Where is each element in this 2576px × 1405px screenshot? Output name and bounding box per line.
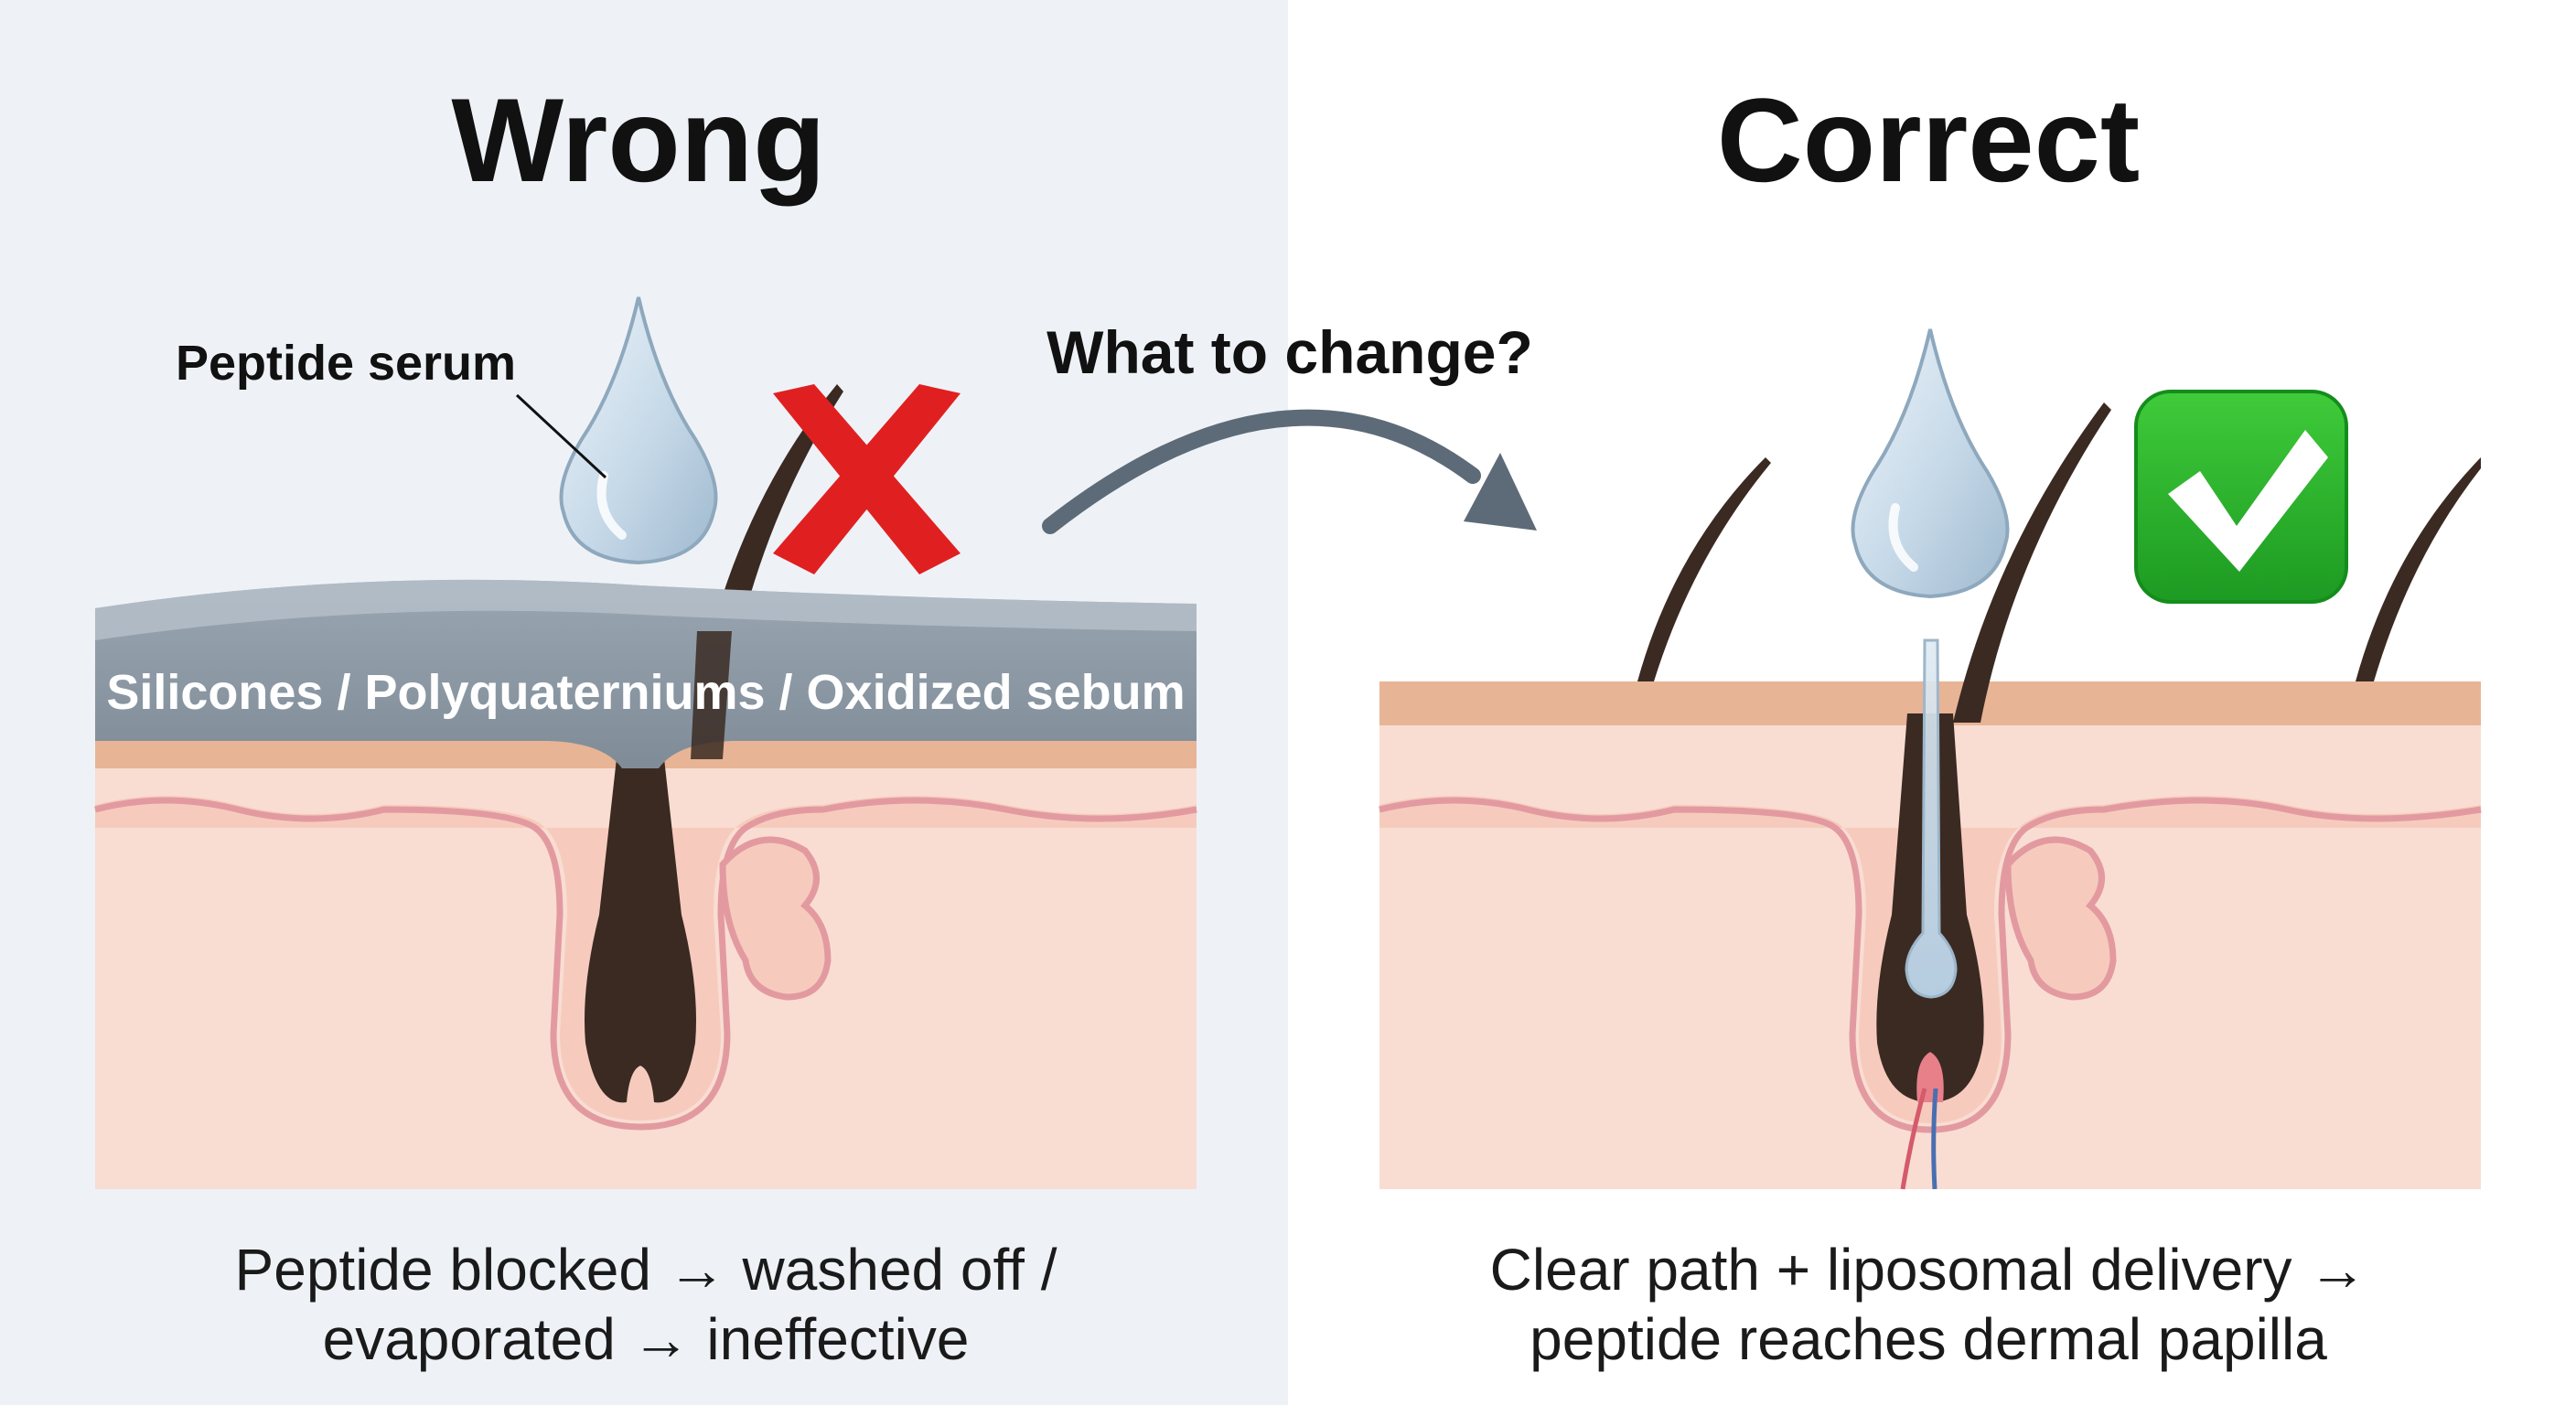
left-blocking-layer (95, 579, 1197, 768)
right-sebaceous-gland (2004, 836, 2117, 1001)
right-skin-illustration (1379, 402, 2482, 1190)
right-droplet-shine (1888, 503, 1918, 572)
right-caption-line-2: peptide reaches dermal papilla (1530, 1306, 2327, 1372)
curved-arrow-icon (1042, 409, 1537, 534)
transition-question: What to change? (1046, 318, 1533, 386)
left-follicle-outline (94, 797, 1197, 1131)
left-sebaceous-gland (719, 836, 832, 1001)
left-peptide-droplet: Peptide serum (176, 296, 718, 565)
left-panel-title: Wrong (451, 73, 825, 207)
right-hair-shaft-right (2356, 457, 2481, 681)
right-follicle-outline (1379, 797, 2482, 1133)
left-blocking-layer-highlight (95, 579, 1197, 640)
right-caption-line-1: Clear path + liposomal delivery → (1490, 1237, 2367, 1303)
left-hair-root (585, 750, 696, 1103)
left-hair-through-layer (691, 631, 732, 759)
left-caption-line-1: Peptide blocked → washed off / (235, 1237, 1057, 1303)
left-droplet-label: Peptide serum (176, 336, 516, 391)
right-blood-vessel-blue (1931, 1088, 1938, 1190)
red-cross-icon (773, 384, 961, 574)
right-blood-vessel-red (1900, 1088, 1927, 1190)
left-skin-illustration: Silicones / Polyquaterniums / Oxidized s… (94, 384, 1197, 1189)
right-hair-shaft-left (1637, 457, 1771, 681)
right-peptide-droplet (1851, 328, 2010, 599)
right-panel-title: Correct (1717, 73, 2140, 207)
left-blocking-layer-label: Silicones / Polyquaterniums / Oxidized s… (106, 665, 1185, 720)
right-serum-stream (1905, 638, 1958, 999)
left-droplet-shine (596, 471, 627, 540)
green-check-icon (2134, 390, 2348, 604)
right-hair-shaft-center (1953, 402, 2111, 723)
left-caption-line-2: evaporated → ineffective (323, 1306, 970, 1372)
left-droplet-leader-line (515, 393, 607, 479)
